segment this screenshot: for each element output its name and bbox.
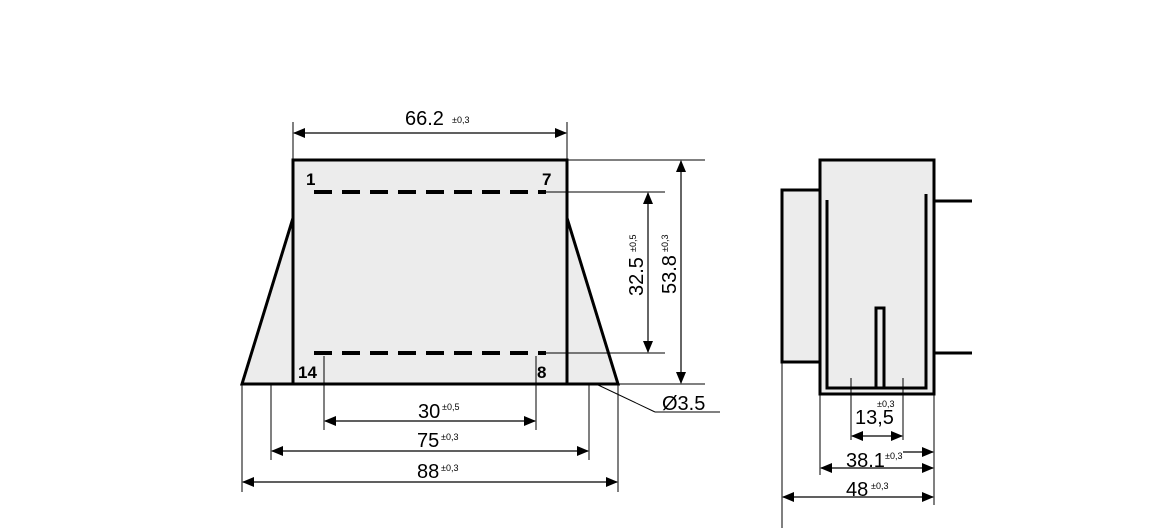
top-width-tolerance: ±0,3 (452, 115, 469, 125)
dimension-pin-offset: 38.1 ±0,3 (820, 447, 934, 473)
base-width-tolerance: ±0,3 (441, 463, 458, 473)
depth-value: 48 (846, 479, 868, 501)
dimension-top-width: 66.2 ±0,3 (292, 108, 568, 160)
dimension-overall-height: 53.8 ±0,3 (659, 160, 686, 384)
pin-pitch-value: 13,5 (855, 407, 894, 429)
pin-offset-value: 38.1 (846, 450, 885, 472)
dimension-pin-row-spacing: 32.5 ±0,5 (626, 192, 653, 353)
pin-span-value: 30 (418, 401, 440, 423)
dimension-depth: 48 ±0,3 (782, 479, 934, 502)
pin-label-14: 14 (298, 363, 317, 382)
base-width-value: 88 (417, 461, 439, 483)
side-center-divider (874, 306, 886, 388)
overall-height-value: 53.8 (659, 255, 681, 294)
pin-label-8: 8 (537, 363, 546, 382)
dimension-base-width: 88 ±0,3 (242, 461, 618, 487)
side-view: 13,5 ±0,3 38.1 ±0,3 48 ±0,3 (780, 158, 972, 528)
pin-label-7: 7 (542, 170, 551, 189)
dimension-pin-span: 30 ±0,5 (324, 401, 536, 426)
side-bracket (780, 188, 822, 364)
transformer-body (291, 158, 569, 386)
top-width-value: 66.2 (405, 108, 444, 130)
pin-span-tolerance: ±0,5 (442, 402, 459, 412)
overall-height-tolerance: ±0,3 (660, 235, 670, 252)
hole-diameter-value: Ø3.5 (662, 393, 705, 415)
dimension-pin-pitch: 13,5 ±0,3 (851, 399, 903, 441)
dimension-hole-diameter: Ø3.5 (595, 383, 720, 415)
pin-offset-tolerance: ±0,3 (885, 451, 902, 461)
pin-label-1: 1 (306, 170, 315, 189)
pin-row-spacing-tolerance: ±0,5 (628, 235, 638, 252)
pin-row-spacing-value: 32.5 (626, 257, 648, 296)
hole-spacing-value: 75 (417, 430, 439, 452)
pin-pitch-tolerance: ±0,3 (877, 399, 894, 409)
depth-tolerance: ±0,3 (871, 481, 888, 491)
front-view: 1 7 14 8 66.2 ±0,3 32.5 ±0,5 53.8 ±0,3 (239, 108, 720, 492)
dimension-hole-spacing: 75 ±0,3 (271, 430, 589, 456)
hole-spacing-tolerance: ±0,3 (441, 432, 458, 442)
